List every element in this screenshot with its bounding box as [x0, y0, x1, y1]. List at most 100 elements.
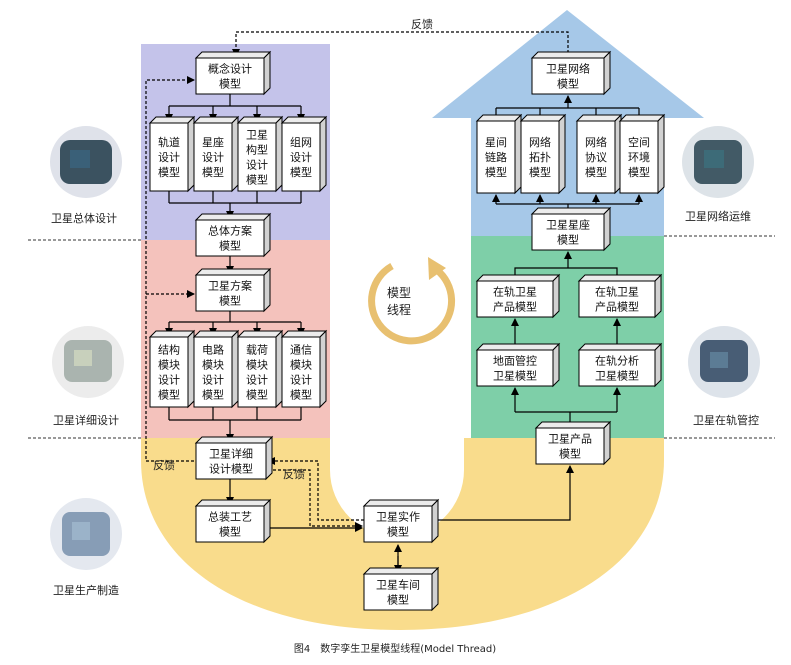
model-label: 模型: [290, 388, 312, 402]
model-label: 模型: [387, 525, 409, 539]
model-label: 概念设计: [208, 62, 252, 76]
model-label: 卫星方案: [208, 279, 252, 293]
model-label: 模型: [219, 239, 241, 253]
model-label: 模型: [628, 165, 650, 179]
model-label: 模型: [219, 294, 241, 308]
stage-label-onorbit-control: 卫星在轨管控: [693, 413, 759, 427]
model-label: 模型: [246, 173, 268, 187]
model-label: 轨道: [158, 135, 180, 149]
model-label: 卫星车间: [376, 578, 420, 592]
model-label: 模型: [219, 77, 241, 91]
model-label: 设计: [246, 374, 268, 387]
model-label: 模型: [290, 165, 312, 179]
model-label: 模型: [158, 165, 180, 179]
model-label: 卫星网络: [546, 62, 590, 76]
model-label: 网络: [529, 135, 551, 149]
avatar-production: [50, 498, 122, 570]
model-label: 卫星星座: [546, 218, 590, 232]
model-label: 模型: [158, 388, 180, 402]
flow-connector: [432, 465, 574, 521]
model-label: 设计模型: [209, 462, 253, 476]
model-label: 环境: [628, 150, 650, 164]
model-label: 模型: [246, 388, 268, 402]
model-label: 模块: [158, 359, 180, 372]
model-label: 模型: [529, 165, 551, 179]
model-label: 模块: [202, 359, 224, 372]
model-label: 产品模型: [595, 300, 639, 314]
center-label-2: 线程: [387, 302, 411, 317]
model-label: 模型: [557, 77, 579, 91]
model-label: 模型: [557, 233, 579, 247]
model-label: 空间: [628, 135, 650, 149]
center-label-1: 模型: [387, 286, 411, 300]
feedback-connector: [268, 469, 363, 530]
avatar-network-ops: [682, 126, 754, 198]
model-boxes: 概念设计模型轨道设计模型星座设计模型卫星构型设计模型组网设计模型总体方案模型卫星…: [148, 50, 666, 612]
model-label: 星座: [202, 135, 224, 149]
model-label: 在轨卫星: [493, 285, 537, 299]
feedback-label-top: 反馈: [411, 18, 433, 31]
feedback-label-left: 反馈: [153, 459, 175, 472]
model-label: 模型: [387, 593, 409, 607]
feedback-connector: [145, 76, 195, 462]
feedback-label-right: 反馈: [283, 468, 305, 481]
model-label: 设计: [158, 151, 180, 164]
model-label: 模型: [202, 388, 224, 402]
model-label: 设计: [202, 374, 224, 387]
figure-caption: 图4 数字孪生卫星模型线程(Model Thread): [294, 642, 496, 655]
model-label: 模块: [246, 359, 268, 372]
model-label: 模型: [202, 165, 224, 179]
stage-label-detailed-design: 卫星详细设计: [53, 413, 119, 427]
model-label: 链路: [485, 150, 507, 164]
model-label: 设计: [290, 151, 312, 164]
center-cycle: 模型 线程: [368, 257, 456, 345]
model-label: 在轨分析: [595, 354, 639, 368]
model-label: 结构: [158, 343, 180, 357]
stage-label-overall-design: 卫星总体设计: [51, 211, 117, 225]
model-label: 产品模型: [493, 300, 537, 314]
control-band: [471, 236, 664, 438]
cycle-arrow: [368, 262, 456, 345]
model-label: 模型: [485, 165, 507, 179]
model-label: 设计: [246, 159, 268, 172]
model-label: 组网: [290, 135, 312, 149]
cycle-arrowhead: [428, 257, 446, 280]
model-label: 卫星模型: [595, 369, 639, 383]
model-label: 模型: [559, 447, 581, 461]
stage-labels: 卫星总体设计 卫星详细设计 卫星生产制造 卫星网络运维 卫星在轨管控: [51, 209, 759, 597]
model-label: 卫星实作: [376, 510, 420, 524]
model-label: 卫星模型: [493, 369, 537, 383]
model-label: 在轨卫星: [595, 285, 639, 299]
model-label: 拓扑: [529, 150, 551, 164]
manufacture-band: [141, 438, 664, 630]
stage-separators: [28, 235, 775, 439]
model-label: 模块: [290, 359, 312, 372]
stage-label-production: 卫星生产制造: [53, 583, 119, 597]
avatar-onorbit-control: [688, 326, 760, 398]
model-label: 总装工艺: [208, 510, 252, 524]
avatar-overall-design: [50, 126, 122, 198]
model-label: 卫星: [246, 129, 268, 142]
model-label: 设计: [202, 151, 224, 164]
stage-label-network-ops: 卫星网络运维: [685, 209, 751, 223]
